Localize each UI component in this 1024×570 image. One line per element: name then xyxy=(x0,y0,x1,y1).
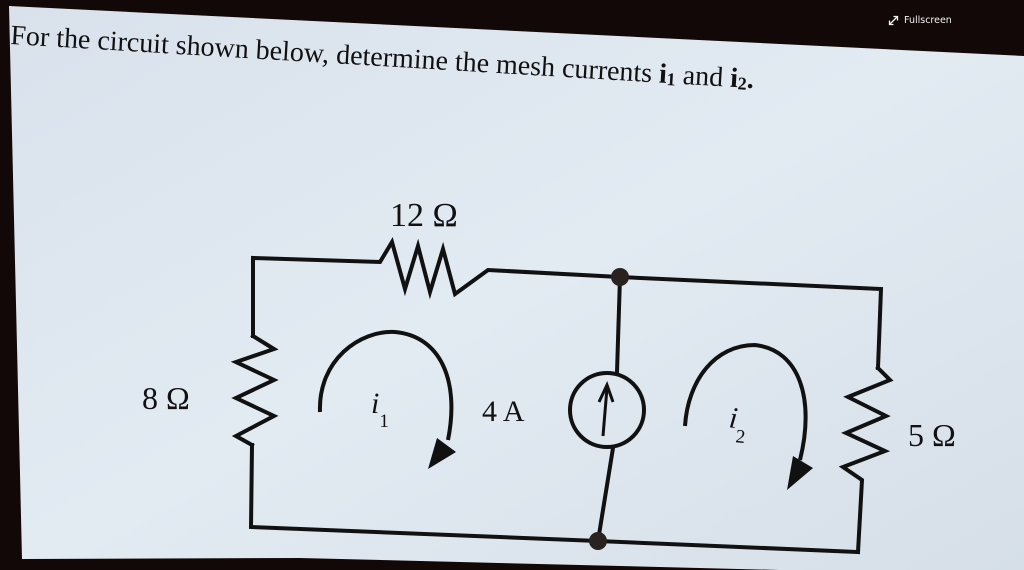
wire-bottom xyxy=(248,442,861,555)
circuit-diagram xyxy=(230,236,894,555)
label-4-amp: 4 A xyxy=(482,395,525,428)
resistor-5-ohm xyxy=(838,365,894,555)
resistor-12-ohm xyxy=(251,236,623,338)
mesh-2-arrow-icon xyxy=(683,342,808,461)
screen-area xyxy=(9,6,1024,570)
fullscreen-label: Fullscreen xyxy=(904,14,952,26)
wire-top-right xyxy=(617,274,884,371)
label-12-ohm: 12 Ω xyxy=(390,197,458,234)
expand-arrows-icon xyxy=(888,15,899,25)
label-5-ohm: 5 Ω xyxy=(908,417,956,453)
mesh-1-arrowhead xyxy=(428,438,456,469)
label-mesh-i2: i2 xyxy=(726,401,748,448)
label-mesh-i1: i1 xyxy=(371,387,389,432)
current-source xyxy=(568,371,646,449)
wire-middle-top xyxy=(614,274,623,375)
fullscreen-button[interactable]: Fullscreen xyxy=(888,10,952,30)
mesh-1-arrow-icon xyxy=(317,329,454,441)
mesh-2-arrowhead xyxy=(787,456,813,490)
label-8-ohm: 8 Ω xyxy=(142,380,190,416)
wire-middle-bottom xyxy=(595,445,616,544)
current-source-up-arrow-icon xyxy=(597,381,615,437)
resistor-8-ohm xyxy=(230,333,279,448)
node-bottom xyxy=(589,532,607,550)
node-top xyxy=(611,268,629,286)
